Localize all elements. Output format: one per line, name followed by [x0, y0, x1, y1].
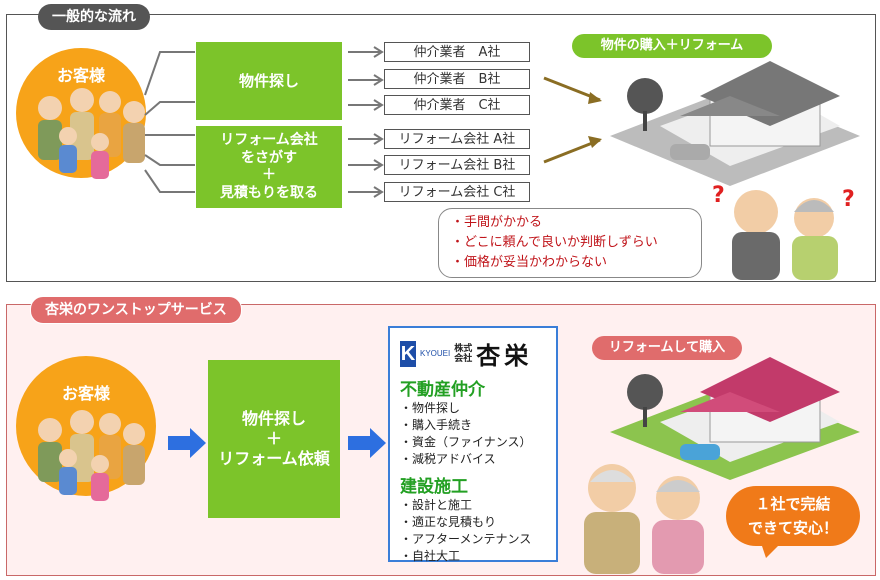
list-item: ・設計と施工 [400, 498, 473, 512]
logo-kabushiki: 株式 [454, 343, 473, 354]
house-illustration-top [610, 61, 860, 186]
general-flow-tab: 一般的な流れ [38, 4, 150, 30]
section-construction-title: 建設施工 [400, 477, 468, 497]
logo-en-text: KYOUEI [420, 349, 451, 358]
relief-speech-bubble: １社で完結 できて安心！ [726, 486, 860, 546]
section-real-estate-title: 不動産仲介 [400, 380, 485, 400]
kyouei-logo: K KYOUEI 株式 会社 杏栄 [400, 336, 546, 371]
reformer-c-box: リフォーム会社 C社 [384, 182, 530, 202]
list-item: ・アフターメンテナンス [400, 532, 532, 546]
service-label-line1: 物件探し [241, 409, 306, 428]
reform-label-plus: ＋ [262, 167, 276, 183]
happy-couple-illustration [584, 464, 704, 574]
logo-name: 杏栄 [476, 342, 533, 370]
reform-label-line2: をさがす [241, 149, 297, 166]
list-item: ・物件探し [400, 401, 461, 415]
logo-kabushiki-kaisha: 株式 会社 [454, 344, 472, 364]
family-illustration [38, 88, 145, 179]
property-search-box: 物件探し [196, 42, 342, 120]
concerns-bubble: ・手間がかかる ・どこに頼んで良いか判断しずらい ・価格が妥当かわからない [438, 208, 702, 278]
list-item: ・資金（ファイナンス） [400, 435, 532, 449]
family-illustration-bottom [38, 410, 145, 501]
reform-label-line4: 見積もりを取る [220, 184, 318, 201]
service-label-plus: ＋ [265, 429, 282, 448]
worried-couple-illustration: ? ? [712, 183, 855, 280]
svg-text:?: ? [712, 183, 725, 208]
reform-label-line1: リフォーム会社 [220, 132, 318, 148]
house-badge-top: 物件の購入＋リフォーム [572, 34, 772, 58]
list-item: ・自社大工 [400, 549, 461, 563]
svg-text:?: ? [842, 187, 855, 212]
list-item: ・適正な見積もり [400, 515, 497, 529]
blue-arrow-right-icon [168, 428, 206, 458]
service-label-line3: リフォーム依頼 [218, 449, 330, 468]
one-stop-service-box: 物件探し ＋ リフォーム依頼 [208, 360, 340, 518]
broker-c-box: 仲介業者 C社 [384, 95, 530, 115]
broker-a-box: 仲介業者 A社 [384, 42, 530, 62]
relief-line2: できて安心！ [747, 519, 838, 537]
list-item: ・減税アドバイス [400, 452, 496, 466]
property-search-label: 物件探し [238, 71, 299, 90]
one-stop-tab: 杏栄のワンストップサービス [30, 296, 242, 324]
relief-line1: １社で完結 [755, 495, 831, 513]
reform-search-box: リフォーム会社 をさがす ＋ 見積もりを取る [196, 126, 342, 208]
list-item: ・購入手続き [400, 418, 473, 432]
customer-label-bottom: お客様 [61, 384, 110, 403]
kyouei-k-icon: K [400, 340, 416, 367]
broker-b-box: 仲介業者 B社 [384, 69, 530, 89]
concern-item: ・手間がかかる [451, 215, 543, 230]
reformer-a-box: リフォーム会社 A社 [384, 129, 530, 149]
bubble-tail [760, 540, 784, 558]
house-illustration-bottom [610, 357, 860, 480]
customer-label: お客様 [56, 66, 105, 85]
arrows-to-house [543, 76, 602, 164]
reformer-b-box: リフォーム会社 B社 [384, 155, 530, 175]
blue-arrow-right-icon [348, 428, 386, 458]
concern-item: ・どこに頼んで良いか判断しずらい [451, 235, 658, 250]
connector-lines [144, 46, 384, 198]
kyouei-company-card: K KYOUEI 株式 会社 杏栄 不動産仲介 ・物件探し ・購入手続き ・資金… [388, 326, 558, 563]
concern-item: ・価格が妥当かわからない [451, 255, 608, 270]
house-badge-bottom: リフォームして購入 [592, 336, 742, 360]
logo-kaisha: 会社 [454, 353, 473, 364]
